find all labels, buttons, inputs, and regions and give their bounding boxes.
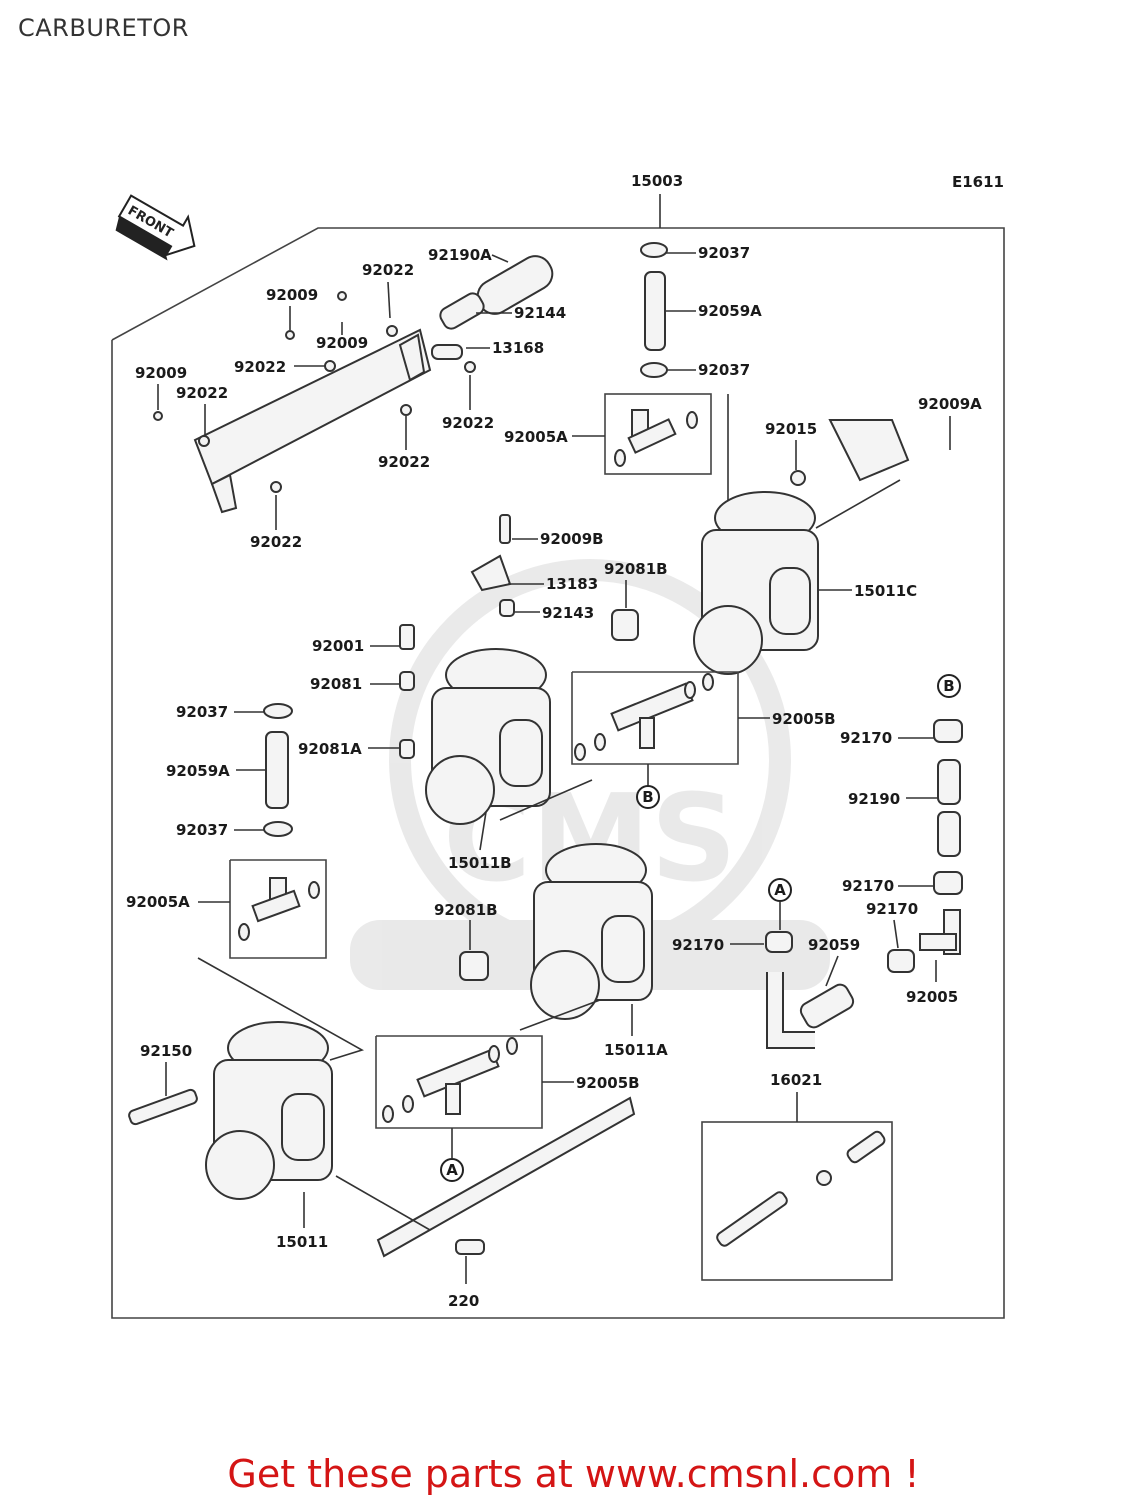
callout-92059a-top: 92059A [698,302,762,320]
callout-92081: 92081 [310,675,362,693]
clamp-92170-mid [933,871,963,895]
callout-92170-left: 92170 [672,936,724,954]
carburetor-15011c [693,491,819,675]
ref-b-marker-center: B [642,788,653,806]
callout-92022-top: 92022 [362,261,414,279]
callout-92001: 92001 [312,637,364,655]
callout-92170-upper: 92170 [840,729,892,747]
callout-92009-left: 92009 [135,364,187,382]
ref-b-marker-right: B [943,677,954,695]
spring-92144 [439,292,485,330]
callout-92009-mid: 92009 [316,334,368,352]
mounting-bracket [153,291,476,514]
callout-92009b: 92009B [540,530,604,548]
callout-15003: 15003 [631,172,683,190]
callout-92009-top: 92009 [266,286,318,304]
callout-92037-left-top: 92037 [176,703,228,721]
t-joint-group-top [604,393,712,475]
callout-92005b-upper: 92005B [772,710,836,728]
callout-15011a: 15011A [604,1041,668,1059]
clamp-92170-upper [933,719,963,743]
callout-15011b: 15011B [448,854,512,872]
callout-92015: 92015 [765,420,817,438]
elbow-92005 [919,909,961,955]
callout-92150: 92150 [140,1042,192,1060]
callout-92005a-left: 92005A [126,893,190,911]
callout-labels: 15003 92190A 92037 92022 92009 92144 920… [126,172,982,1310]
front-arrow-icon: FRONT [115,194,196,261]
clamp-92170-left [765,931,793,953]
page-title: CARBURETOR [18,14,189,42]
callout-92144: 92144 [514,304,566,322]
tube-92059a-upper [640,242,668,378]
carburetor-15011b [425,648,551,825]
assembly-frame [111,227,1005,1319]
t-joint-92005a-top [614,409,698,467]
t-joint-92005b-upper [574,673,714,761]
t-joint-92005a-lower [238,877,320,941]
callout-13168: 13168 [492,339,544,357]
callout-92037-left-bottom: 92037 [176,821,228,839]
spring-92081b-upper [611,609,639,641]
callout-16021: 16021 [770,1071,822,1089]
nut-92015 [790,470,806,486]
callout-92022-lower: 92022 [378,453,430,471]
bracket-92015 [828,419,910,482]
callout-15011c: 15011C [854,582,917,600]
spring-92081a [399,739,415,759]
callout-92170-right: 92170 [866,900,918,918]
callout-92037-top: 92037 [698,244,750,262]
callout-15011: 15011 [276,1233,328,1251]
callout-92022-mid: 92022 [234,358,286,376]
callout-92037-mid: 92037 [698,361,750,379]
callout-92005: 92005 [906,988,958,1006]
t-joint-92005b-lower [382,1037,518,1123]
callout-92081b-lower: 92081B [434,901,498,919]
callout-92059a-left: 92059A [166,762,230,780]
pilot-screw-kit-16021 [716,1130,886,1247]
callout-92005a-top: 92005A [504,428,568,446]
ref-a-marker-right: A [774,881,786,899]
screw-92009b [499,514,511,544]
callout-92022-right: 92022 [442,414,494,432]
callout-92190: 92190 [848,790,900,808]
screw-92001 [399,624,415,650]
callout-92022-bottom: 92022 [250,533,302,551]
clamp-92170-right [887,949,915,973]
promo-banner[interactable]: Get these parts at www.cmsnl.com ! [227,1452,920,1496]
plate-13183 [470,554,512,592]
tube-92190 [937,759,961,805]
callout-92022-left: 92022 [176,384,228,402]
callout-92190a: 92190A [428,246,492,264]
leader-lines [157,252,951,1284]
callout-92005b-lower: 92005B [576,1074,640,1092]
carburetor-15011 [128,1021,333,1200]
figure-code: E1611 [952,173,1004,191]
tube-92059 [799,983,855,1029]
carburetor-15011a [530,843,653,1020]
callout-92170-mid: 92170 [842,877,894,895]
cap-92143 [499,599,515,617]
linkage-rail [376,1096,636,1258]
callout-92009a: 92009A [918,395,982,413]
callout-13183: 13183 [546,575,598,593]
callout-220: 220 [448,1292,479,1310]
spring-92081b-lower [459,951,489,981]
callout-92059: 92059 [808,936,860,954]
spring-92081 [399,671,415,691]
callout-92081b-upper: 92081B [604,560,668,578]
callout-92143: 92143 [542,604,594,622]
ref-a-marker-lower: A [446,1161,458,1179]
tube-92059a-lower [265,731,289,809]
screw-220 [455,1239,485,1255]
callout-92081a: 92081A [298,740,362,758]
